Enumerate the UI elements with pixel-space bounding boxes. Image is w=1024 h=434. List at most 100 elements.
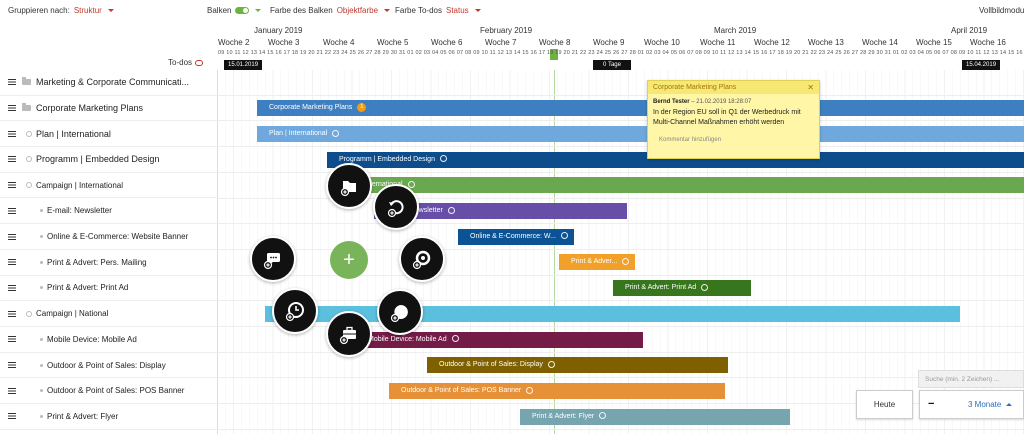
tree-row[interactable]: Programm | Embedded Design xyxy=(0,147,218,173)
week-label: Woche 11 xyxy=(700,38,736,47)
group-by-value[interactable]: Struktur xyxy=(73,6,102,15)
drag-handle-icon[interactable] xyxy=(8,156,16,163)
add-briefcase-button[interactable] xyxy=(326,311,372,357)
tree-row[interactable]: Outdoor & Point of Sales: Display xyxy=(0,353,218,379)
end-date-flag: 15.04.2019 xyxy=(962,60,1001,70)
drag-handle-icon[interactable] xyxy=(8,387,16,394)
zoom-out-button[interactable]: − xyxy=(928,398,935,410)
row-gridline xyxy=(218,428,1024,430)
gantt-bar[interactable]: International xyxy=(352,177,1024,194)
gantt-bar[interactable]: Mobile Device: Mobile Ad xyxy=(356,331,643,348)
row-gridline xyxy=(218,403,1024,405)
tree-row[interactable]: Campaign | International xyxy=(0,173,218,199)
gantt-bar[interactable]: Outdoor & Point of Sales: POS Banner xyxy=(389,382,725,399)
gantt-bar[interactable]: Programm | Embedded Design xyxy=(327,151,1024,168)
add-target-button[interactable] xyxy=(399,236,445,282)
comment-popup[interactable]: Corporate Marketing Plans ✕ Bernd Tester… xyxy=(647,80,820,159)
drag-handle-icon[interactable] xyxy=(8,233,16,240)
today-button[interactable]: Heute xyxy=(856,390,913,419)
clock-icon xyxy=(447,206,455,214)
add-comment-button[interactable] xyxy=(250,236,296,282)
tree-row-label: Outdoor & Point of Sales: POS Banner xyxy=(47,386,185,396)
drag-handle-icon[interactable] xyxy=(8,310,16,317)
gantt-bar[interactable]: Outdoor & Point of Sales: Display xyxy=(427,357,728,374)
bars-toggle-control[interactable]: Balken xyxy=(207,6,262,15)
group-by-control[interactable]: Gruppieren nach: Struktur xyxy=(8,6,114,15)
add-folder-icon xyxy=(340,181,356,197)
todo-color-control[interactable]: Farbe To-dos Status xyxy=(395,6,481,15)
todo-color-value[interactable]: Status xyxy=(446,6,469,15)
add-todo-button[interactable] xyxy=(377,289,423,335)
drag-handle-icon[interactable] xyxy=(8,284,16,291)
tree-row-label: Mobile Device: Mobile Ad xyxy=(47,334,137,344)
dot-icon xyxy=(40,286,43,290)
drag-handle-icon[interactable] xyxy=(8,413,16,420)
bar-color-control[interactable]: Farbe des Balken Objektfarbe xyxy=(270,6,391,15)
add-comment-link[interactable]: Kommentar hinzufügen xyxy=(659,137,722,143)
folder-icon xyxy=(22,103,31,112)
add-time-button[interactable] xyxy=(272,288,318,334)
group-by-label: Gruppieren nach: xyxy=(8,6,70,15)
row-gridline xyxy=(218,120,1024,122)
close-icon[interactable]: ✕ xyxy=(807,83,814,92)
search-input[interactable]: Suche (min. 2 Zeichen) ... xyxy=(918,370,1024,388)
bar-color-value[interactable]: Objektfarbe xyxy=(336,6,379,15)
gantt-bar[interactable]: Plan | International xyxy=(257,125,1024,142)
tree-row-label: Print & Advert: Pers. Mailing xyxy=(47,257,147,267)
drag-handle-icon[interactable] xyxy=(8,182,16,189)
tree-row[interactable]: Print & Advert: Print Ad xyxy=(0,276,218,302)
drag-handle-icon[interactable] xyxy=(8,130,16,137)
tree-row[interactable]: Corporate Marketing Plans xyxy=(0,96,218,122)
drag-handle-icon[interactable] xyxy=(8,207,16,214)
drag-handle-icon[interactable] xyxy=(8,362,16,369)
drag-handle-icon[interactable] xyxy=(8,336,16,343)
tree-row[interactable]: Mobile Device: Mobile Ad xyxy=(0,327,218,353)
tree-row[interactable]: Marketing & Corporate Communicati... xyxy=(0,70,218,96)
todos-toggle[interactable]: To-dos xyxy=(168,58,204,67)
zoom-level-select[interactable]: 3 Monate xyxy=(968,400,1012,409)
row-gridline xyxy=(218,377,1024,379)
gantt-bar[interactable]: Online & E-Commerce: W... xyxy=(458,228,574,245)
bars-toggle[interactable] xyxy=(235,7,250,14)
zoom-level-value: 3 Monate xyxy=(968,400,1002,409)
week-label: Woche 6 xyxy=(431,38,463,47)
tree-row[interactable]: Print & Advert: Flyer xyxy=(0,404,218,430)
fullscreen-label[interactable]: Vollbildmodu xyxy=(979,6,1024,15)
todo-toggle-icon[interactable] xyxy=(195,59,204,66)
week-label: Woche 4 xyxy=(323,38,355,47)
tree-row[interactable]: Print & Advert: Pers. Mailing xyxy=(0,250,218,276)
tree-row[interactable]: Online & E-Commerce: Website Banner xyxy=(0,224,218,250)
gantt-bar-label: Outdoor & Point of Sales: Display xyxy=(439,361,543,369)
add-button[interactable]: + xyxy=(330,241,368,279)
zoom-control[interactable]: − 3 Monate xyxy=(919,390,1024,419)
add-milestone-button[interactable] xyxy=(373,184,419,230)
drag-handle-icon[interactable] xyxy=(8,79,16,86)
chevron-up-icon[interactable] xyxy=(1005,403,1012,407)
week-label: Woche 10 xyxy=(644,38,680,47)
comment-timestamp: – 21.02.2019 18:28:07 xyxy=(691,99,752,105)
chevron-down-icon[interactable] xyxy=(255,9,262,12)
circle-icon xyxy=(26,130,32,137)
gantt-bar[interactable]: Print & Advert: Flyer xyxy=(520,408,790,425)
tree-row[interactable]: Outdoor & Point of Sales: POS Banner xyxy=(0,378,218,405)
chevron-down-icon[interactable] xyxy=(384,9,391,12)
chevron-down-icon[interactable] xyxy=(474,9,481,12)
month-label: April 2019 xyxy=(951,26,988,35)
gantt-bar[interactable]: National xyxy=(265,305,960,322)
structure-tree: Marketing & Corporate Communicati...Corp… xyxy=(0,70,218,434)
gantt-bar[interactable]: Print & Advert: Print Ad xyxy=(613,280,751,297)
month-label: March 2019 xyxy=(714,26,757,35)
drag-handle-icon[interactable] xyxy=(8,259,16,266)
tree-row-label: Campaign | International xyxy=(36,180,124,190)
gantt-bar[interactable]: Print & Adver... xyxy=(559,254,635,271)
tree-row[interactable]: Plan | International xyxy=(0,121,218,148)
tree-row[interactable]: Campaign | National xyxy=(0,301,218,327)
chevron-down-icon[interactable] xyxy=(107,9,114,12)
tree-row[interactable]: E-mail: Newsletter xyxy=(0,199,218,225)
drag-handle-icon[interactable] xyxy=(8,105,16,112)
add-folder-button[interactable] xyxy=(326,163,372,209)
comment-count-badge[interactable]: 1 xyxy=(357,102,367,112)
fullscreen-button[interactable]: Vollbildmodu xyxy=(979,6,1024,15)
clock-icon xyxy=(599,412,607,420)
